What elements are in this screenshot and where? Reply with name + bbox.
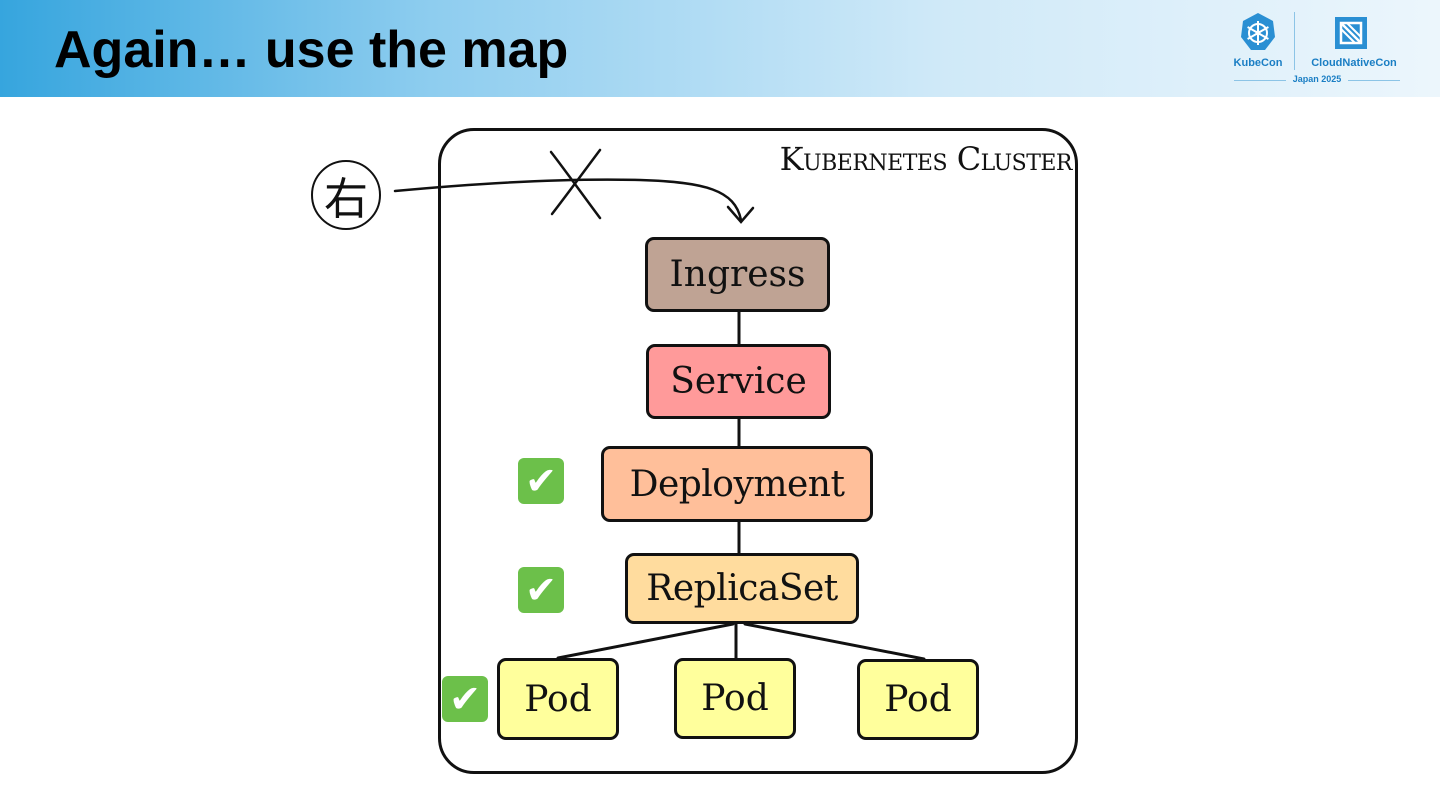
deployment-node: Deployment bbox=[601, 446, 873, 522]
cloudnativecon-icon bbox=[1335, 17, 1367, 49]
connector-replicaset-pod-3 bbox=[743, 622, 926, 661]
kubecon-wordmark: KubeCon bbox=[1233, 57, 1283, 69]
service-node: Service bbox=[646, 344, 831, 419]
replicaset-node: ReplicaSet bbox=[625, 553, 859, 624]
cloudnativecon-wordmark: CloudNativeCon bbox=[1311, 57, 1397, 69]
connector-replicaset-pod-1 bbox=[556, 622, 735, 660]
deployment-check-icon: ✔ bbox=[518, 458, 564, 504]
kubernetes-cluster-boundary bbox=[438, 128, 1078, 774]
slide-title: Again… use the map bbox=[54, 21, 569, 79]
ingress-node: Ingress bbox=[645, 237, 830, 312]
kubecon-logo: KubeCon CloudNativeCon Japan 2025 bbox=[1226, 8, 1406, 90]
pod-check-icon: ✔ bbox=[442, 676, 488, 722]
pod-node-1: Pod bbox=[497, 658, 619, 740]
request-arrow-head bbox=[726, 205, 755, 224]
kubernetes-helm-icon bbox=[1241, 13, 1275, 50]
cluster-title: Kubernetes Cluster bbox=[779, 140, 1073, 178]
user-symbol: 右 bbox=[311, 160, 381, 230]
pod-node-3: Pod bbox=[857, 659, 979, 740]
logo-divider bbox=[1294, 12, 1295, 70]
replicaset-check-icon: ✔ bbox=[518, 567, 564, 613]
pod-node-2: Pod bbox=[674, 658, 796, 739]
blocked-cross-mark bbox=[549, 148, 602, 220]
request-arrow bbox=[393, 178, 743, 222]
slide-header: Again… use the map KubeCon CloudNativeCo… bbox=[0, 0, 1440, 97]
event-label: Japan 2025 bbox=[1234, 74, 1400, 84]
